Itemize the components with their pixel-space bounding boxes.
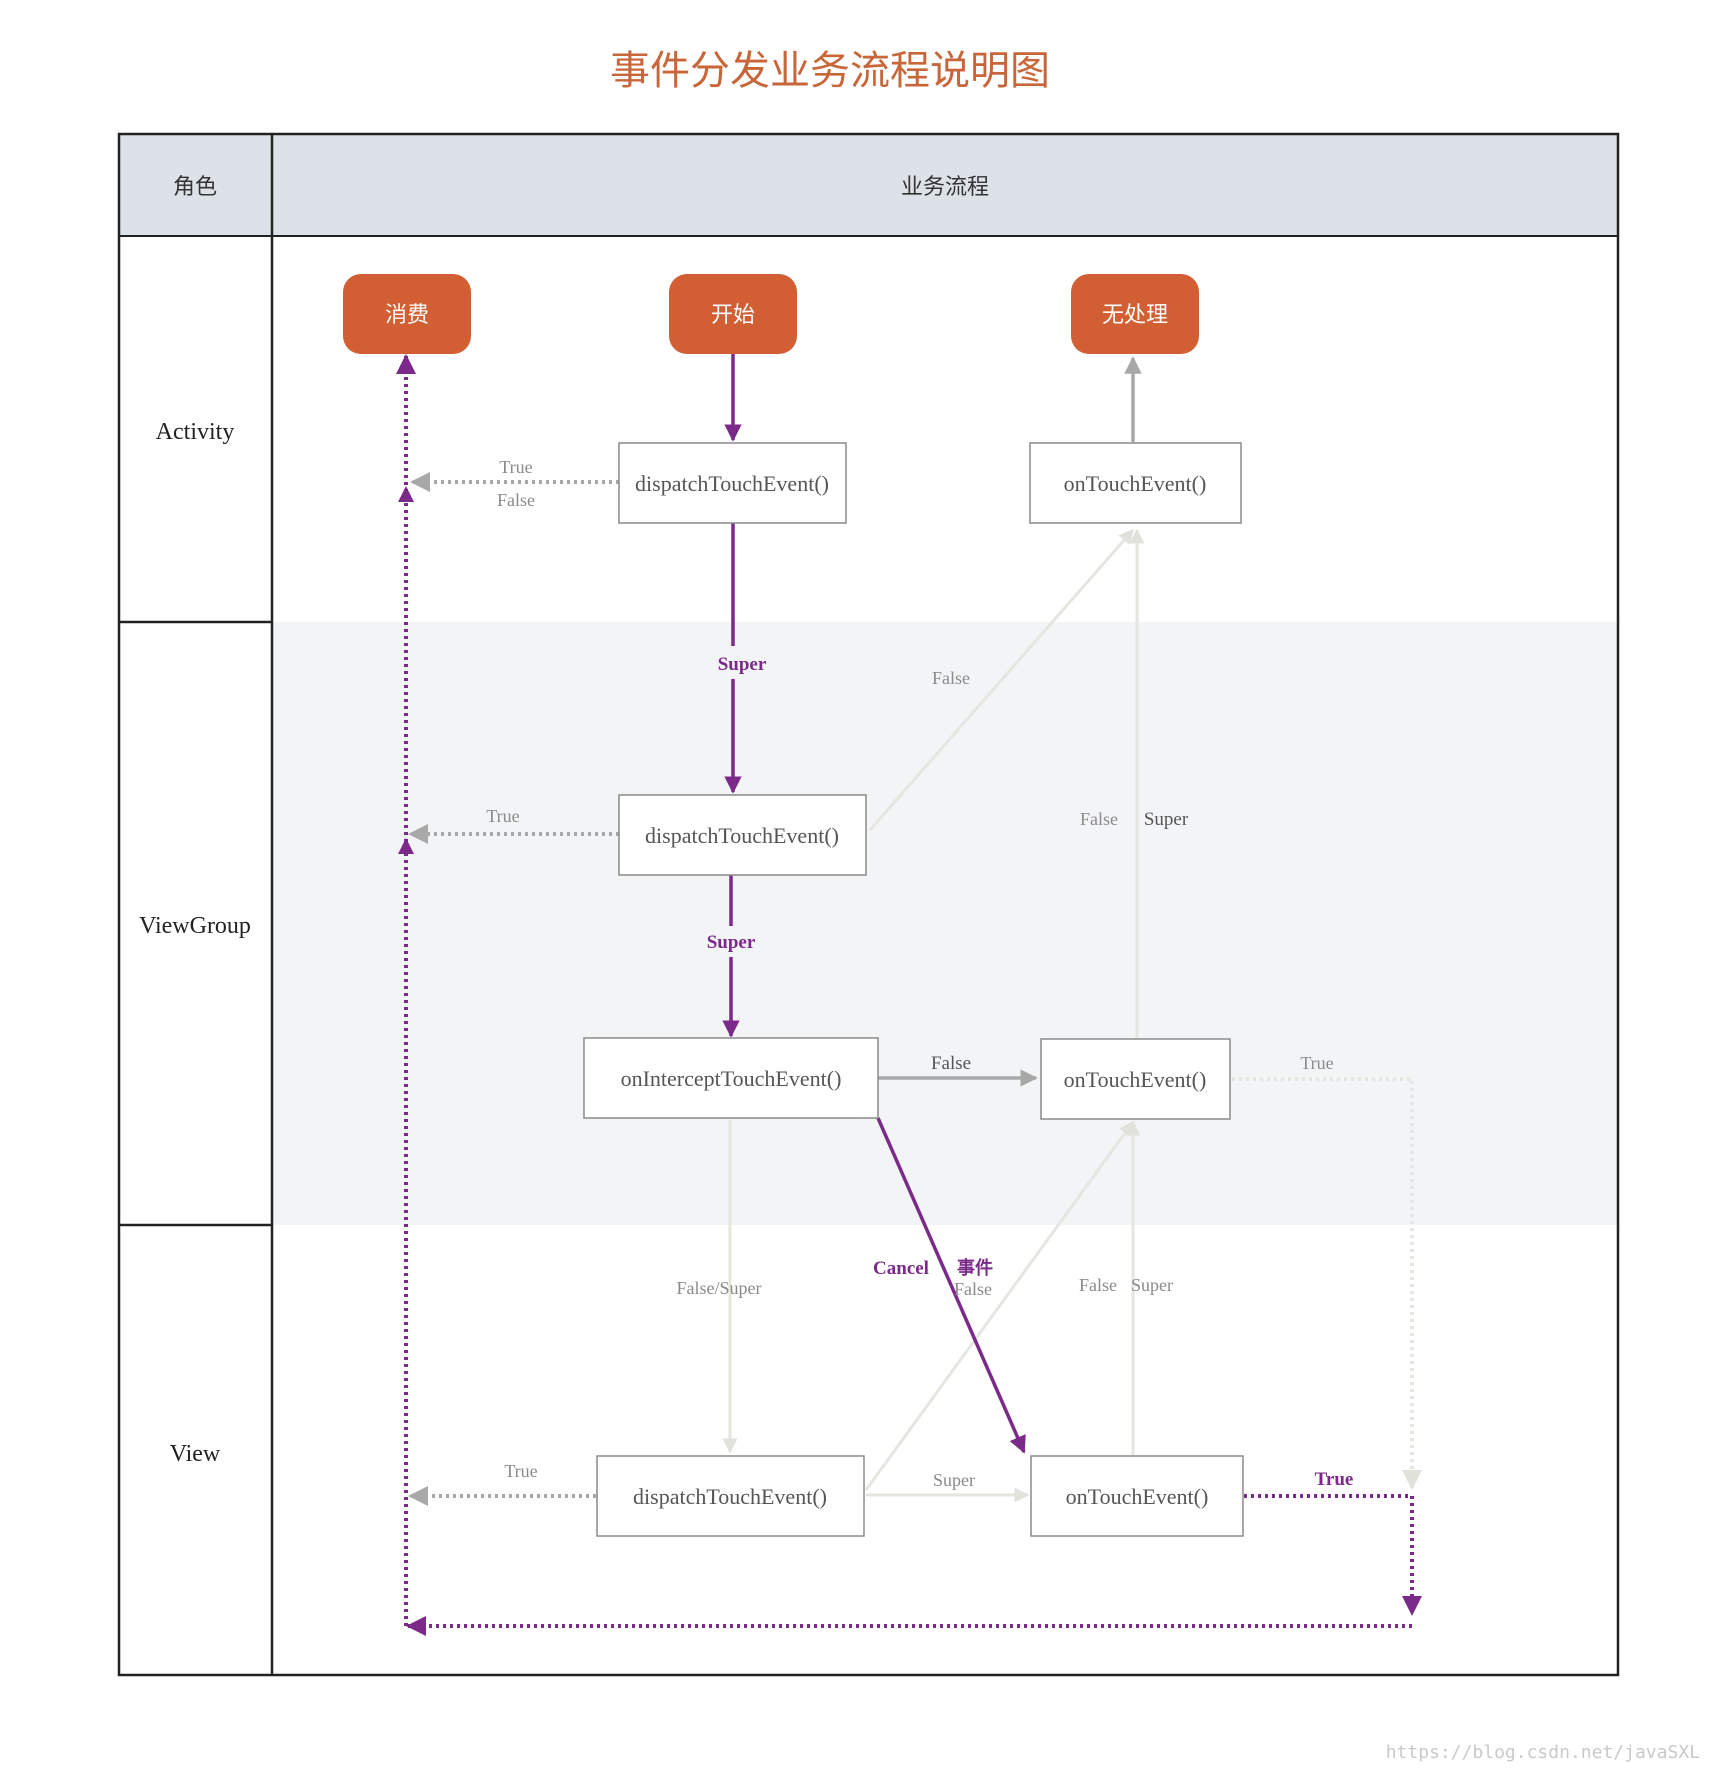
node-activity-dispatch-label: dispatchTouchEvent(): [635, 471, 829, 496]
label-view-super-up: Super: [1131, 1275, 1173, 1295]
node-activity-ontouch: [1029, 442, 1242, 524]
label-activity-false: False: [497, 490, 535, 510]
arrow-head-activity-level: [398, 486, 414, 502]
label-view-ontouch-true: True: [1315, 1469, 1354, 1490]
label-activity-true: True: [499, 457, 532, 477]
terminal-no-handle: [1071, 274, 1199, 354]
header-flow: 业务流程: [901, 175, 989, 200]
label-intercept-false: False: [931, 1053, 971, 1074]
label-vg-ontouch-true: True: [1300, 1053, 1333, 1073]
terminal-start-label: 开始: [711, 303, 755, 328]
role-view: View: [170, 1441, 221, 1467]
node-activity-ontouch-label: onTouchEvent(): [1064, 471, 1207, 496]
role-viewgroup: ViewGroup: [139, 913, 251, 939]
node-vg-ontouch-label: onTouchEvent(): [1064, 1067, 1207, 1092]
table-frame: [117, 132, 1620, 1677]
header-role: 角色: [173, 175, 217, 200]
label-cancel: Cancel: [873, 1258, 929, 1279]
viewgroup-band: [272, 622, 1618, 1225]
label-vg-super-up: Super: [1144, 809, 1189, 830]
terminal-start: [669, 274, 797, 354]
label-vg-false-up: False: [1080, 809, 1118, 829]
node-vg-dispatch: [618, 794, 867, 876]
label-false-super: False/Super: [677, 1278, 762, 1298]
label-view-true: True: [504, 1461, 537, 1481]
watermark: https://blog.csdn.net/javaSXL: [1386, 1742, 1700, 1763]
node-vg-ontouch: [1040, 1038, 1231, 1120]
arrow-view-dispatch-to-vg-ontouch: [864, 1120, 1135, 1491]
label-vg-false-diagonal: False: [932, 668, 970, 688]
label-super-1: Super: [718, 654, 767, 675]
node-vg-intercept-label: onInterceptTouchEvent(): [621, 1066, 842, 1091]
node-vg-dispatch-label: dispatchTouchEvent(): [645, 823, 839, 848]
label-view-super: Super: [933, 1470, 975, 1490]
label-cancel-event: 事件: [957, 1257, 993, 1279]
page-title: 事件分发业务流程说明图: [610, 48, 1050, 94]
node-view-ontouch-label: onTouchEvent(): [1066, 1484, 1209, 1509]
label-super-2: Super: [707, 932, 756, 953]
node-view-dispatch: [596, 1455, 865, 1537]
terminal-no-handle-label: 无处理: [1102, 303, 1168, 328]
label-view-false-up: False: [1079, 1275, 1117, 1295]
arrow-view-ontouch-true: [1244, 1494, 1422, 1616]
terminal-consume-label: 消费: [385, 303, 429, 328]
terminal-consume: [343, 274, 471, 354]
role-activity: Activity: [156, 419, 235, 445]
arrow-intercept-cancel-to-view-ontouch: [876, 1117, 1026, 1454]
label-cancel-false: False: [954, 1279, 992, 1299]
node-view-ontouch: [1030, 1455, 1244, 1537]
node-view-dispatch-label: dispatchTouchEvent(): [633, 1484, 827, 1509]
node-vg-intercept: [583, 1037, 879, 1119]
table-header-band: [119, 134, 1618, 236]
arrow-head-vg-level: [398, 838, 414, 854]
arrow-vg-dispatch-false-to-activity-ontouch: [868, 528, 1135, 831]
node-activity-dispatch: [618, 442, 847, 524]
label-vg-true: True: [486, 806, 519, 826]
